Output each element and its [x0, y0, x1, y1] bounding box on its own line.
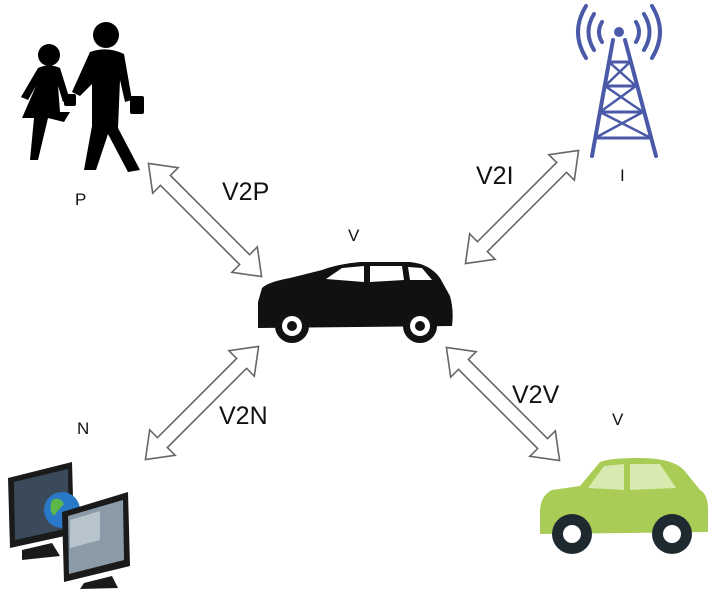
v2n-label: V2N — [219, 402, 268, 430]
v2i-label: V2I — [476, 162, 514, 190]
center-vehicle-label: V — [348, 226, 360, 245]
computer-monitors-icon — [8, 462, 130, 589]
other-vehicle-label: V — [612, 410, 624, 429]
pedestrian-label: P — [75, 190, 87, 209]
v2v-label: V2V — [512, 381, 560, 409]
car-icon — [258, 262, 453, 343]
cell-tower-icon — [576, 4, 662, 158]
green-car-icon — [540, 458, 708, 554]
network-label: N — [77, 419, 90, 438]
arrow-v2i — [451, 136, 593, 278]
infrastructure-label: I — [620, 166, 625, 185]
v2p-label: V2P — [222, 178, 270, 206]
arrow-v2p — [134, 149, 276, 291]
pedestrians-icon — [21, 22, 144, 172]
